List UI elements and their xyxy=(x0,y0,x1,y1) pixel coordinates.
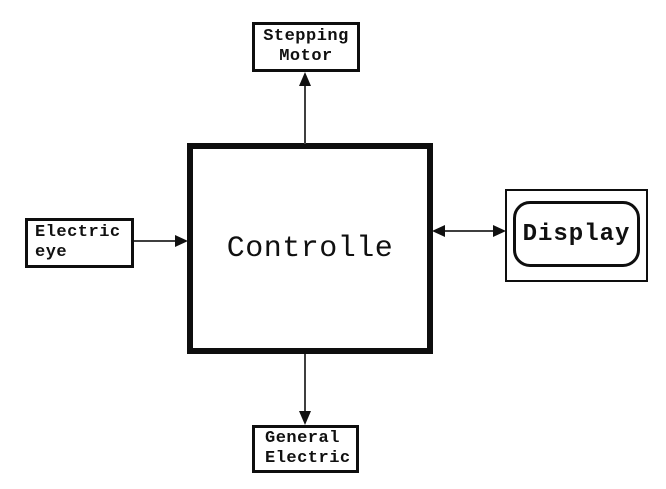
general-electric-label-line2: Electric xyxy=(265,449,351,468)
arrowhead-left-icon xyxy=(432,225,445,237)
node-display-screen: Display xyxy=(513,201,640,267)
node-electric-eye: Electric eye xyxy=(25,218,134,268)
arrow-line-electric-eye-to-controller xyxy=(134,240,175,242)
arrow-line-controller-to-display xyxy=(445,230,493,232)
general-electric-label-line1: General xyxy=(265,429,340,448)
node-display-frame: Display xyxy=(505,189,648,282)
arrowhead-right-icon xyxy=(175,235,188,247)
arrowhead-up-icon xyxy=(299,72,311,86)
arrow-line-controller-to-stepping-motor xyxy=(304,86,306,144)
node-controller: Controlle xyxy=(187,143,433,354)
display-label: Display xyxy=(522,220,631,248)
electric-eye-label-line1: Electric xyxy=(35,223,121,242)
arrowhead-right-display-icon xyxy=(493,225,506,237)
arrow-line-controller-to-general-electric xyxy=(304,354,306,411)
electric-eye-label-line2: eye xyxy=(35,243,68,262)
node-stepping-motor: Stepping Motor xyxy=(252,22,360,72)
node-general-electric: General Electric xyxy=(252,425,359,473)
stepping-motor-label-line1: Stepping xyxy=(263,27,349,46)
arrowhead-down-icon xyxy=(299,411,311,425)
stepping-motor-label-line2: Motor xyxy=(279,47,333,66)
controller-label: Controlle xyxy=(226,231,394,266)
